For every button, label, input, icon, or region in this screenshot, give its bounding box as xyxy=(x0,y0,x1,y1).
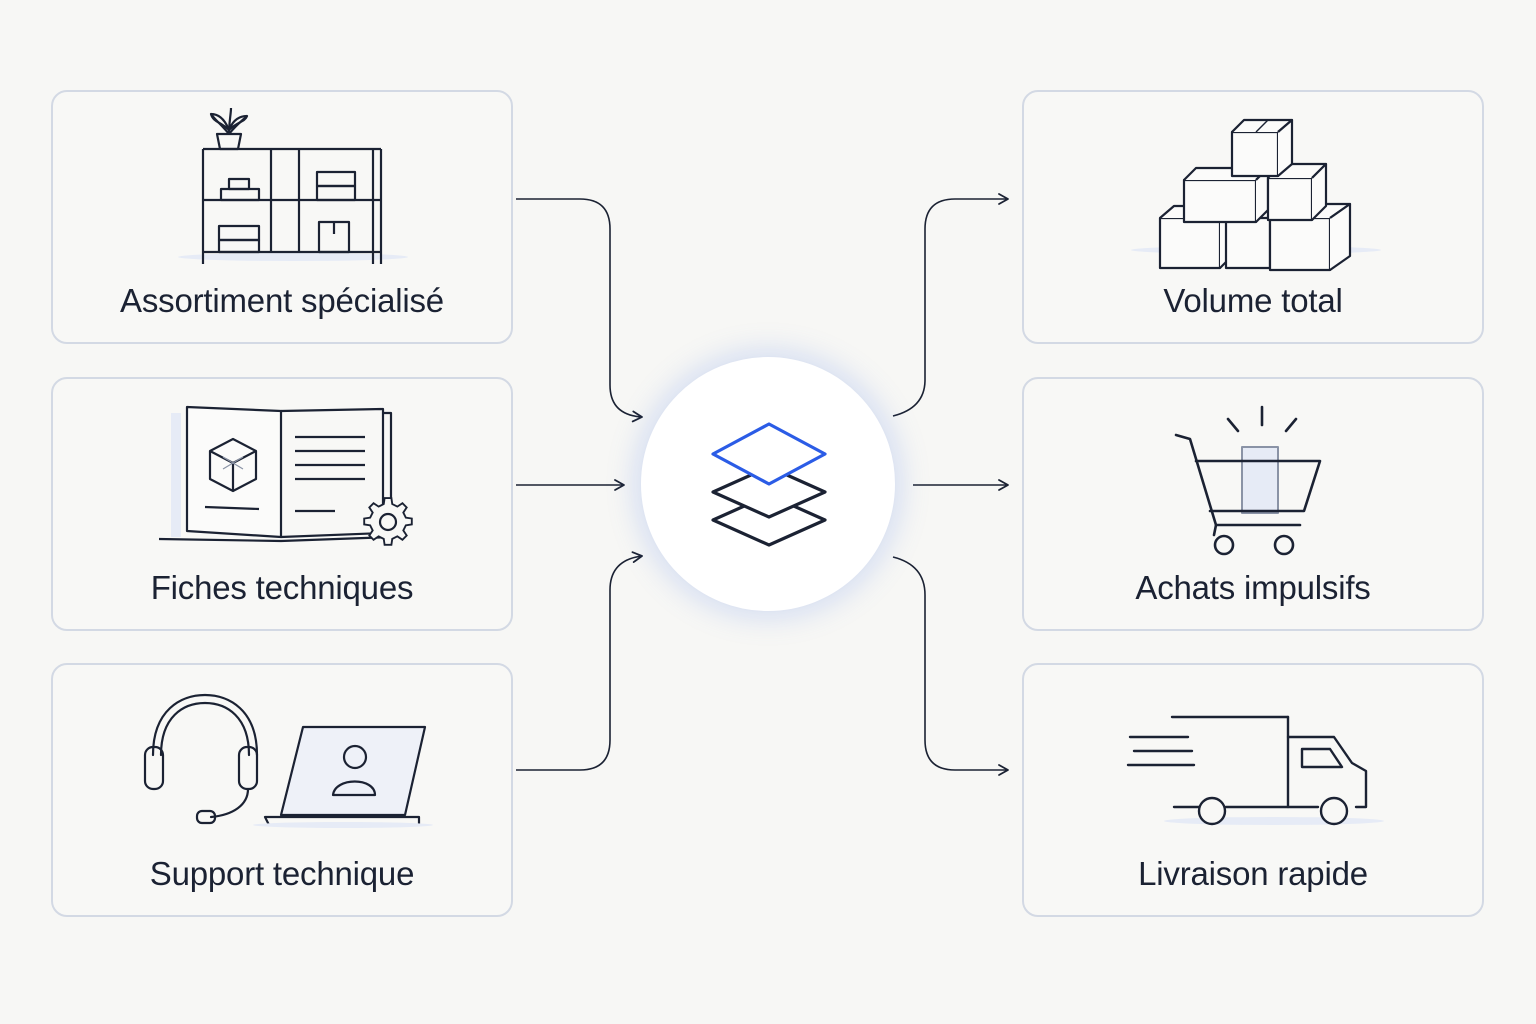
connector-out-3 xyxy=(892,556,1009,776)
connector-out-1 xyxy=(892,193,1009,417)
cart-icon xyxy=(1174,405,1322,556)
output-card-achats: Achats impulsifs xyxy=(1022,377,1484,631)
gear-icon xyxy=(363,497,413,546)
output-card-volume: Volume total xyxy=(1022,90,1484,344)
input-label: Support technique xyxy=(149,855,415,892)
shelf-icon xyxy=(178,107,408,264)
input-label: Fiches techniques xyxy=(150,569,414,606)
output-card-livraison: Livraison rapide xyxy=(1022,663,1484,917)
input-card-fiches: Fiches techniques xyxy=(51,377,513,631)
manual-icon xyxy=(158,405,413,546)
input-card-assortiment: Assortiment spécialisé xyxy=(51,90,513,344)
connector-in-3 xyxy=(516,551,643,771)
headset-laptop-icon xyxy=(143,693,433,828)
input-card-support: Support technique xyxy=(51,663,513,917)
boxes-icon xyxy=(1131,118,1381,272)
output-label: Volume total xyxy=(1163,282,1343,319)
input-label: Assortiment spécialisé xyxy=(120,282,444,319)
central-hub xyxy=(640,356,896,612)
connector-in-1 xyxy=(516,198,643,423)
truck-icon xyxy=(1126,715,1384,826)
output-label: Achats impulsifs xyxy=(1135,569,1371,606)
output-label: Livraison rapide xyxy=(1138,855,1368,892)
layers-icon xyxy=(711,422,827,547)
